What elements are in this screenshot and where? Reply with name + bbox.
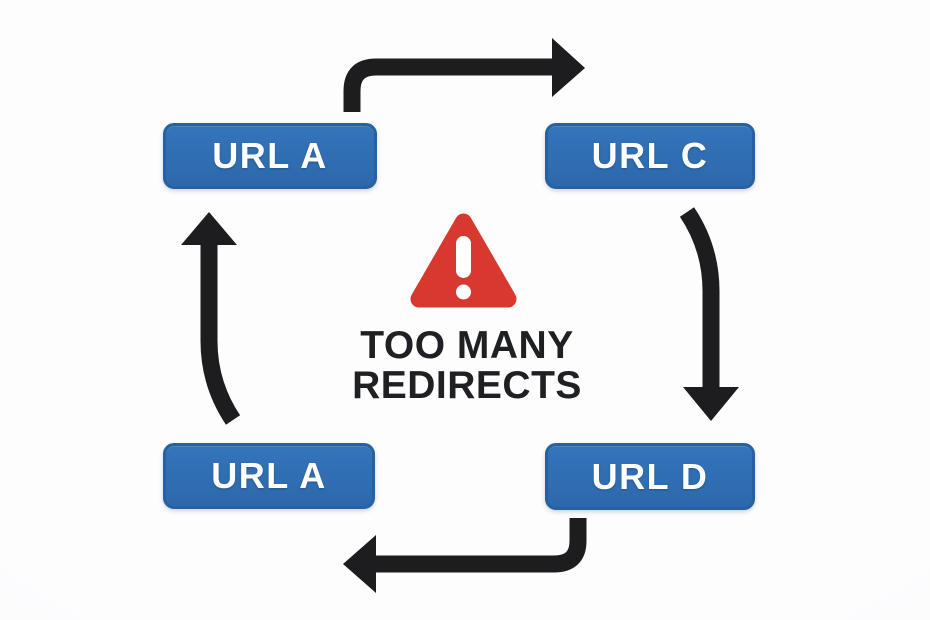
url-node-bottom-right: URL D [545, 443, 755, 510]
url-node-bottom-left-label: URL A [211, 455, 327, 496]
arrow-a-to-a [181, 212, 241, 425]
arrow-a-to-c [343, 38, 585, 112]
url-node-bottom-right-label: URL D [591, 455, 709, 497]
arrow-d-to-a [343, 518, 587, 593]
warning-text: TOO MANY REDIRECTS [297, 326, 637, 406]
url-node-top-right: URL C [545, 123, 755, 189]
url-node-top-right-label: URL C [591, 135, 709, 176]
warning-text-line1: TOO MANY [360, 324, 574, 367]
arrow-c-to-d [679, 207, 739, 421]
warning-triangle-icon [410, 213, 517, 308]
url-node-top-left-label: URL A [212, 135, 328, 176]
url-node-top-left: URL A [163, 123, 377, 189]
warning-text-line2: REDIRECTS [352, 364, 582, 407]
url-node-bottom-left: URL A [163, 443, 375, 509]
